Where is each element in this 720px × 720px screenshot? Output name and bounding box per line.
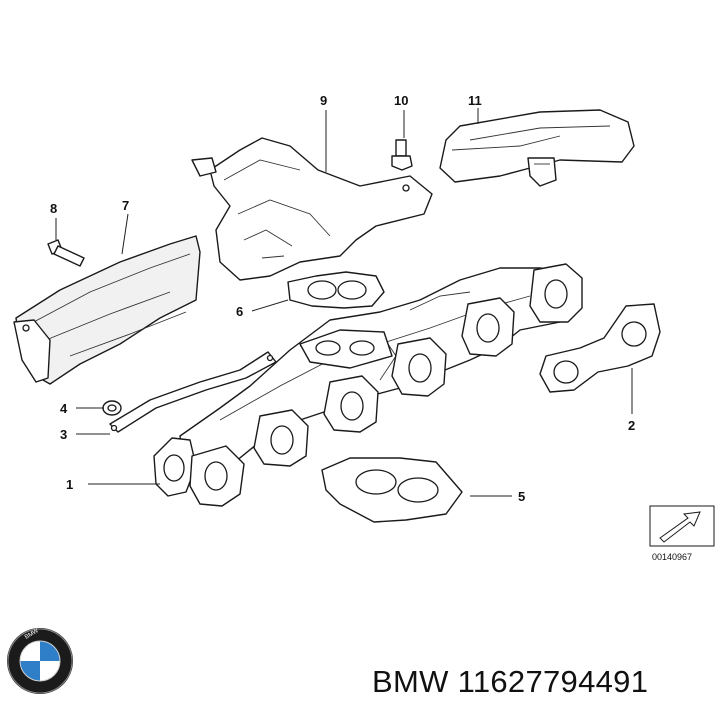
- part-4-seal-ring: [102, 400, 122, 416]
- part-8-bolt: [47, 239, 85, 267]
- part-3-gasket-strip: [109, 351, 277, 433]
- callout-11: 11: [468, 93, 482, 108]
- part-2-gasket: [539, 303, 661, 393]
- callout-3: 3: [60, 427, 67, 442]
- part-9-heat-shield: [191, 137, 433, 281]
- footer-brand: BMW: [372, 664, 449, 699]
- callout-4: 4: [60, 401, 68, 416]
- reference-code: 00140967: [652, 552, 692, 562]
- callout-1: 1: [66, 477, 73, 492]
- callout-9: 9: [320, 93, 327, 108]
- bmw-logo-icon: BMW: [7, 628, 73, 694]
- part-1-exhaust-manifold: [153, 263, 583, 507]
- part-11-heat-shield: [439, 109, 635, 187]
- callout-6: 6: [236, 304, 243, 319]
- direction-arrow-icon: [659, 511, 701, 543]
- leader-lines: [55, 108, 633, 497]
- callout-7: 7: [122, 198, 129, 213]
- part-6-gasket: [287, 271, 385, 309]
- part-10-bolt: [391, 139, 413, 171]
- callout-10: 10: [394, 93, 408, 108]
- reference-box: 00140967: [649, 505, 715, 562]
- part-number-caption: BMW 11627794491: [372, 664, 648, 700]
- part-5-gasket: [321, 457, 463, 523]
- footer-part-number: 11627794491: [457, 664, 649, 699]
- part-7-heat-shield: [13, 235, 201, 385]
- callout-labels: 1 2 3 4 5 6 7 8 9 10 11: [50, 93, 635, 504]
- callout-2: 2: [628, 418, 635, 433]
- callout-8: 8: [50, 201, 57, 216]
- callout-5: 5: [518, 489, 525, 504]
